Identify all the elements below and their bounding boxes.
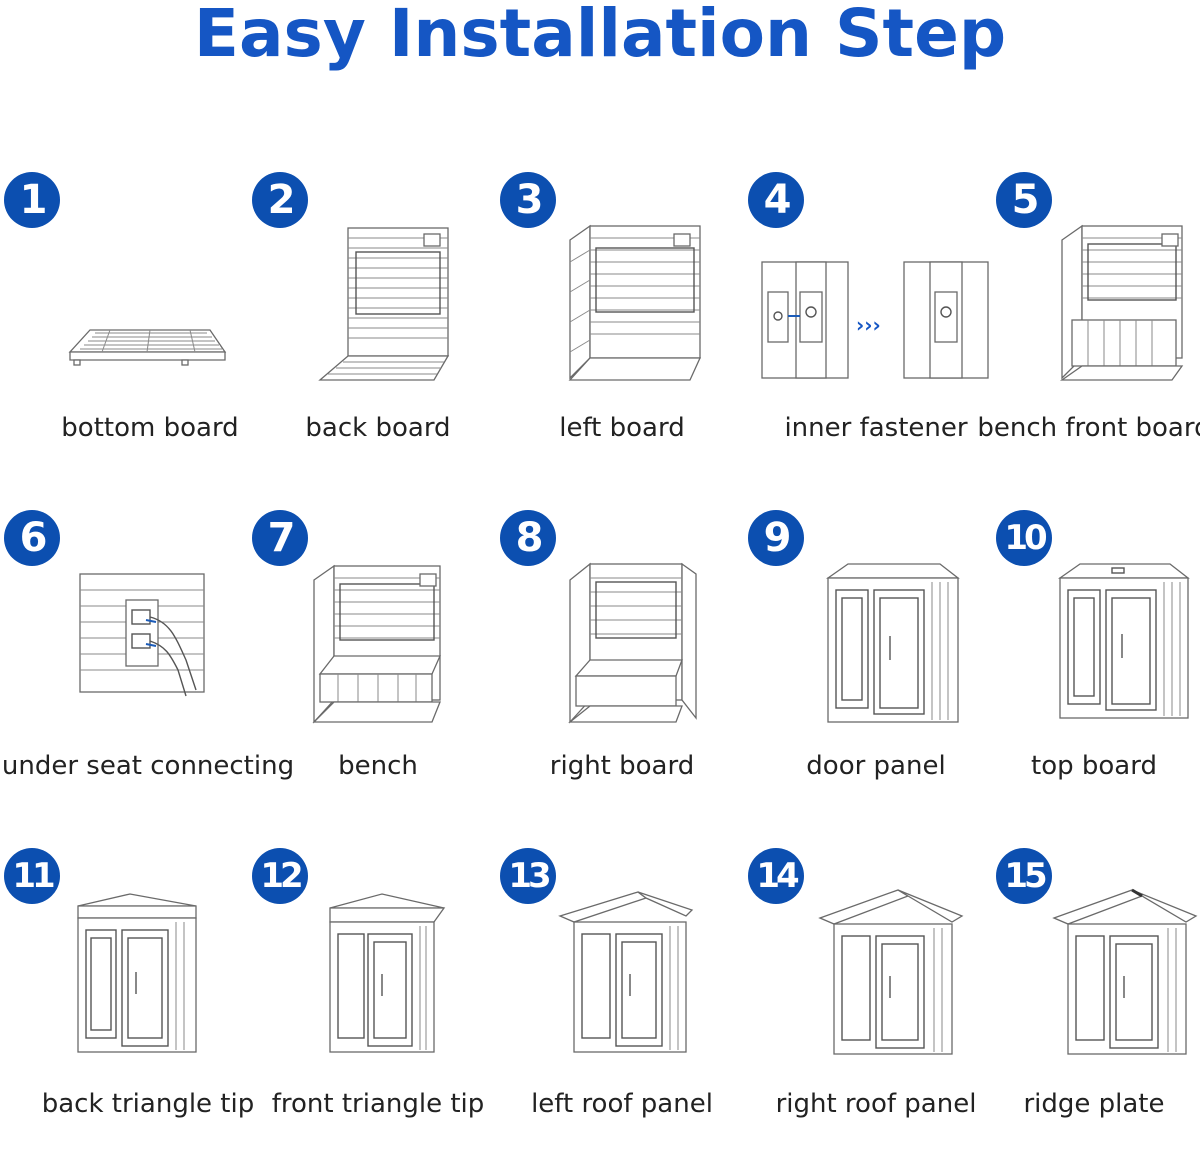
step-12: 12 front triangle tip — [248, 848, 488, 1168]
step-5: 5 bench front board — [977, 172, 1200, 492]
step-4: 4 ››› inner fastener — [744, 172, 989, 492]
step-15: 15 ridge plate — [992, 848, 1200, 1168]
right-roof-panel-icon — [818, 889, 964, 1055]
step-number-badge: 4 — [748, 172, 804, 228]
step-13: 13 left roof panel — [496, 848, 736, 1168]
step-label: back board — [305, 413, 451, 443]
step-number-badge: 7 — [252, 510, 308, 566]
step-label: left roof panel — [531, 1089, 713, 1119]
door-panel-icon — [825, 563, 960, 723]
step-number-badge: 3 — [500, 172, 556, 228]
step-number-badge: 15 — [996, 848, 1052, 904]
under-seat-connecting-icon — [79, 573, 205, 697]
step-number-badge: 14 — [748, 848, 804, 904]
step-number-badge: 1 — [4, 172, 60, 228]
step-label: right board — [549, 751, 695, 781]
step-label: bottom board — [61, 413, 239, 443]
front-triangle-tip-icon — [329, 893, 446, 1053]
step-6: 6 under seat connecting — [0, 510, 294, 830]
step-number-badge: 9 — [748, 510, 804, 566]
ridge-plate-icon — [1052, 888, 1198, 1055]
inner-fastener-icon: ››› — [761, 261, 989, 379]
step-label: left board — [559, 413, 685, 443]
back-triangle-tip-icon — [77, 893, 197, 1053]
left-board-icon — [568, 224, 702, 381]
step-number-badge: 5 — [996, 172, 1052, 228]
step-9: 9 door panel — [744, 510, 984, 830]
step-7: 7 bench — [248, 510, 488, 830]
step-label: door panel — [806, 751, 946, 781]
top-board-icon — [1057, 563, 1190, 719]
step-number-badge: 10 — [996, 510, 1052, 566]
step-label: top board — [1031, 751, 1157, 781]
step-number-badge: 2 — [252, 172, 308, 228]
step-number-badge: 13 — [500, 848, 556, 904]
step-3: 3 left board — [496, 172, 736, 492]
right-board-icon — [568, 562, 697, 724]
step-label: ridge plate — [1023, 1089, 1165, 1119]
step-number-badge: 11 — [4, 848, 60, 904]
step-label: front triangle tip — [271, 1089, 485, 1119]
step-label: inner fastener — [784, 413, 968, 443]
step-label: under seat connecting — [1, 751, 295, 781]
step-number-badge: 12 — [252, 848, 308, 904]
svg-text:›››: ››› — [856, 313, 881, 337]
back-board-icon — [318, 227, 450, 381]
step-label: bench — [338, 751, 418, 781]
step-14: 14 right roof panel — [744, 848, 984, 1168]
page-title: Easy Installation Step — [193, 0, 1007, 72]
left-roof-panel-icon — [558, 891, 694, 1053]
step-label: bench front board — [977, 413, 1200, 443]
bottom-board-icon — [68, 329, 227, 366]
step-11: 11 back triangle tip — [0, 848, 254, 1168]
bench-icon — [312, 564, 442, 724]
bench-front-board-icon — [1059, 224, 1184, 381]
step-8: 8 right board — [496, 510, 736, 830]
step-1: 1 bottom board — [0, 172, 240, 492]
step-10: 10 top board — [992, 510, 1200, 830]
step-number-badge: 8 — [500, 510, 556, 566]
step-number-badge: 6 — [4, 510, 60, 566]
step-2: 2 back board — [248, 172, 488, 492]
